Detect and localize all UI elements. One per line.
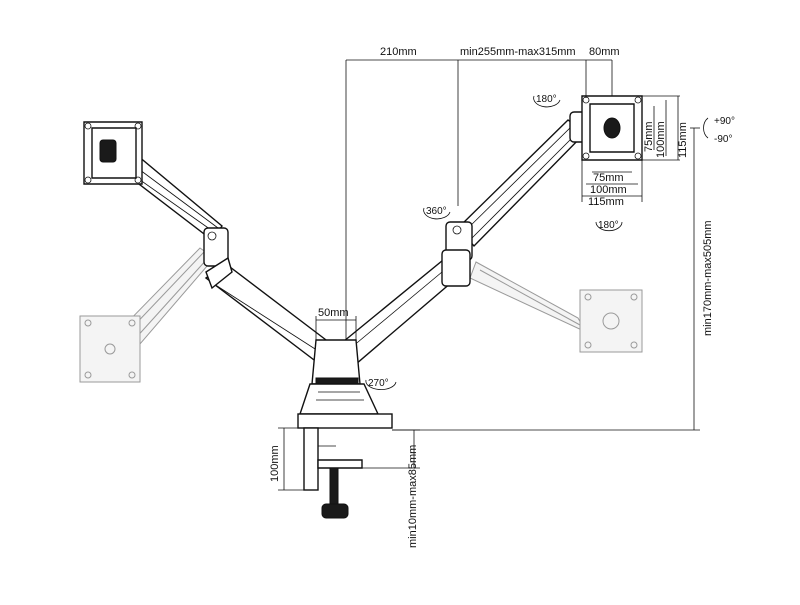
left-upper-arm xyxy=(116,155,229,267)
left-arm-lowered-ghost xyxy=(79,247,215,383)
vesa-75-vertical-label: 75mm xyxy=(643,121,655,152)
left-vesa-plate xyxy=(83,121,143,185)
rotation-arcs xyxy=(365,95,709,391)
vesa-100-horizontal-label: 100mm xyxy=(590,184,627,196)
right-upper-arm xyxy=(445,111,589,261)
dimension-lines xyxy=(278,59,700,491)
right-vesa-plate xyxy=(581,95,643,161)
desk-clamp xyxy=(297,413,393,519)
rotation-swivel-label: 360° xyxy=(426,206,447,217)
rotation-head-bottom-label: 180° xyxy=(598,220,619,231)
arm-span-label: min255mm-max315mm xyxy=(460,46,576,58)
arm-reach-label: 210mm xyxy=(380,46,417,58)
column-width-label: 50mm xyxy=(318,307,349,319)
rotation-base-label: 270° xyxy=(368,378,389,389)
clamp-height-label: 100mm xyxy=(269,445,281,482)
vesa-100-vertical-label: 100mm xyxy=(655,121,667,158)
tilt-down-label: -90° xyxy=(714,134,732,145)
head-offset-label: 80mm xyxy=(589,46,620,58)
tilt-up-label: +90° xyxy=(714,116,735,127)
vesa-75-horizontal-label: 75mm xyxy=(593,172,624,184)
vesa-115-vertical-label: 115mm xyxy=(677,122,689,158)
rotation-head-top-label: 180° xyxy=(536,94,557,105)
right-arm-lowered-ghost xyxy=(469,261,643,353)
height-range-label: min170mm-max505mm xyxy=(702,220,714,336)
desk-thickness-label: min10mm-max85mm xyxy=(407,445,419,548)
vesa-115-horizontal-label: 115mm xyxy=(588,196,624,208)
center-column xyxy=(299,339,380,415)
right-lower-arm xyxy=(336,249,471,365)
